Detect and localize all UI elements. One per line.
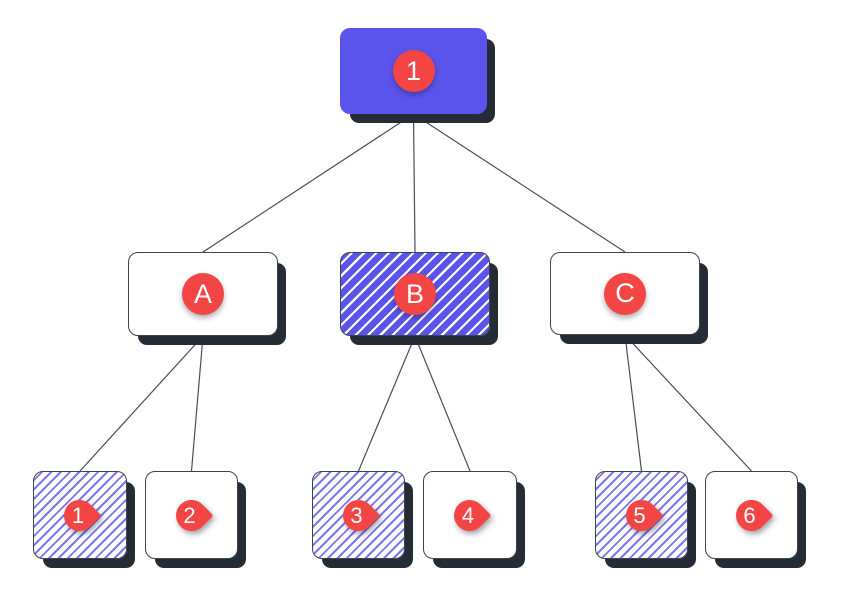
node-label: B [405,278,424,309]
node-label: 2 [183,503,196,528]
node-label: 5 [633,503,646,528]
node-label: 1 [405,55,422,86]
node-label: C [615,278,635,308]
node-label: A [193,278,212,309]
pin-icon: 5 [619,492,665,538]
tree-node-leaf-4: 4 [423,471,517,559]
tree-node-b: B [340,252,490,336]
node-label: 6 [743,503,756,528]
pin-icon: 1 [57,492,103,538]
node-label: 4 [461,503,475,528]
tree-node-leaf-5: 5 [595,471,688,559]
pin-icon: 3 [336,492,382,538]
pin-icon: 2 [169,492,215,538]
tree-node-root: 1 [340,28,487,114]
tree-node-leaf-3: 3 [312,471,405,559]
pin-icon: 6 [729,492,775,538]
circle-badge: 1 [392,50,435,92]
tree-node-c: C [550,252,700,335]
tree-node-a: A [128,252,278,336]
circle-badge: A [182,273,224,315]
circle-badge: C [604,272,646,315]
circle-badge: B [394,273,436,315]
tree-node-leaf-1: 1 [33,471,127,559]
tree-node-leaf-2: 2 [145,471,238,559]
node-label: 1 [71,503,85,528]
node-label: 3 [350,503,363,528]
pin-icon: 4 [447,492,493,538]
tree-node-leaf-6: 6 [705,471,798,559]
